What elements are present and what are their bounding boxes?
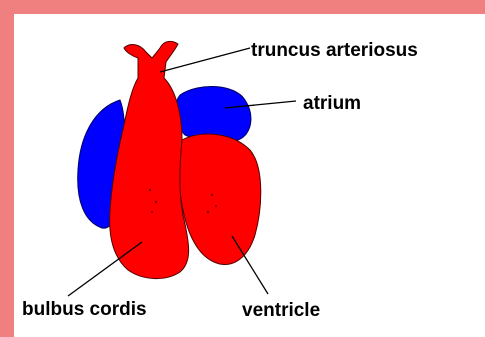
label-ventricle: ventricle <box>242 300 320 322</box>
bulbus-and-truncus-shape <box>110 41 189 278</box>
label-bulbus-cordis: bulbus cordis <box>22 299 147 321</box>
label-truncus-arteriosus: truncus arteriosus <box>251 40 418 62</box>
ventricle-shape <box>178 134 261 264</box>
label-atrium: atrium <box>303 93 361 115</box>
